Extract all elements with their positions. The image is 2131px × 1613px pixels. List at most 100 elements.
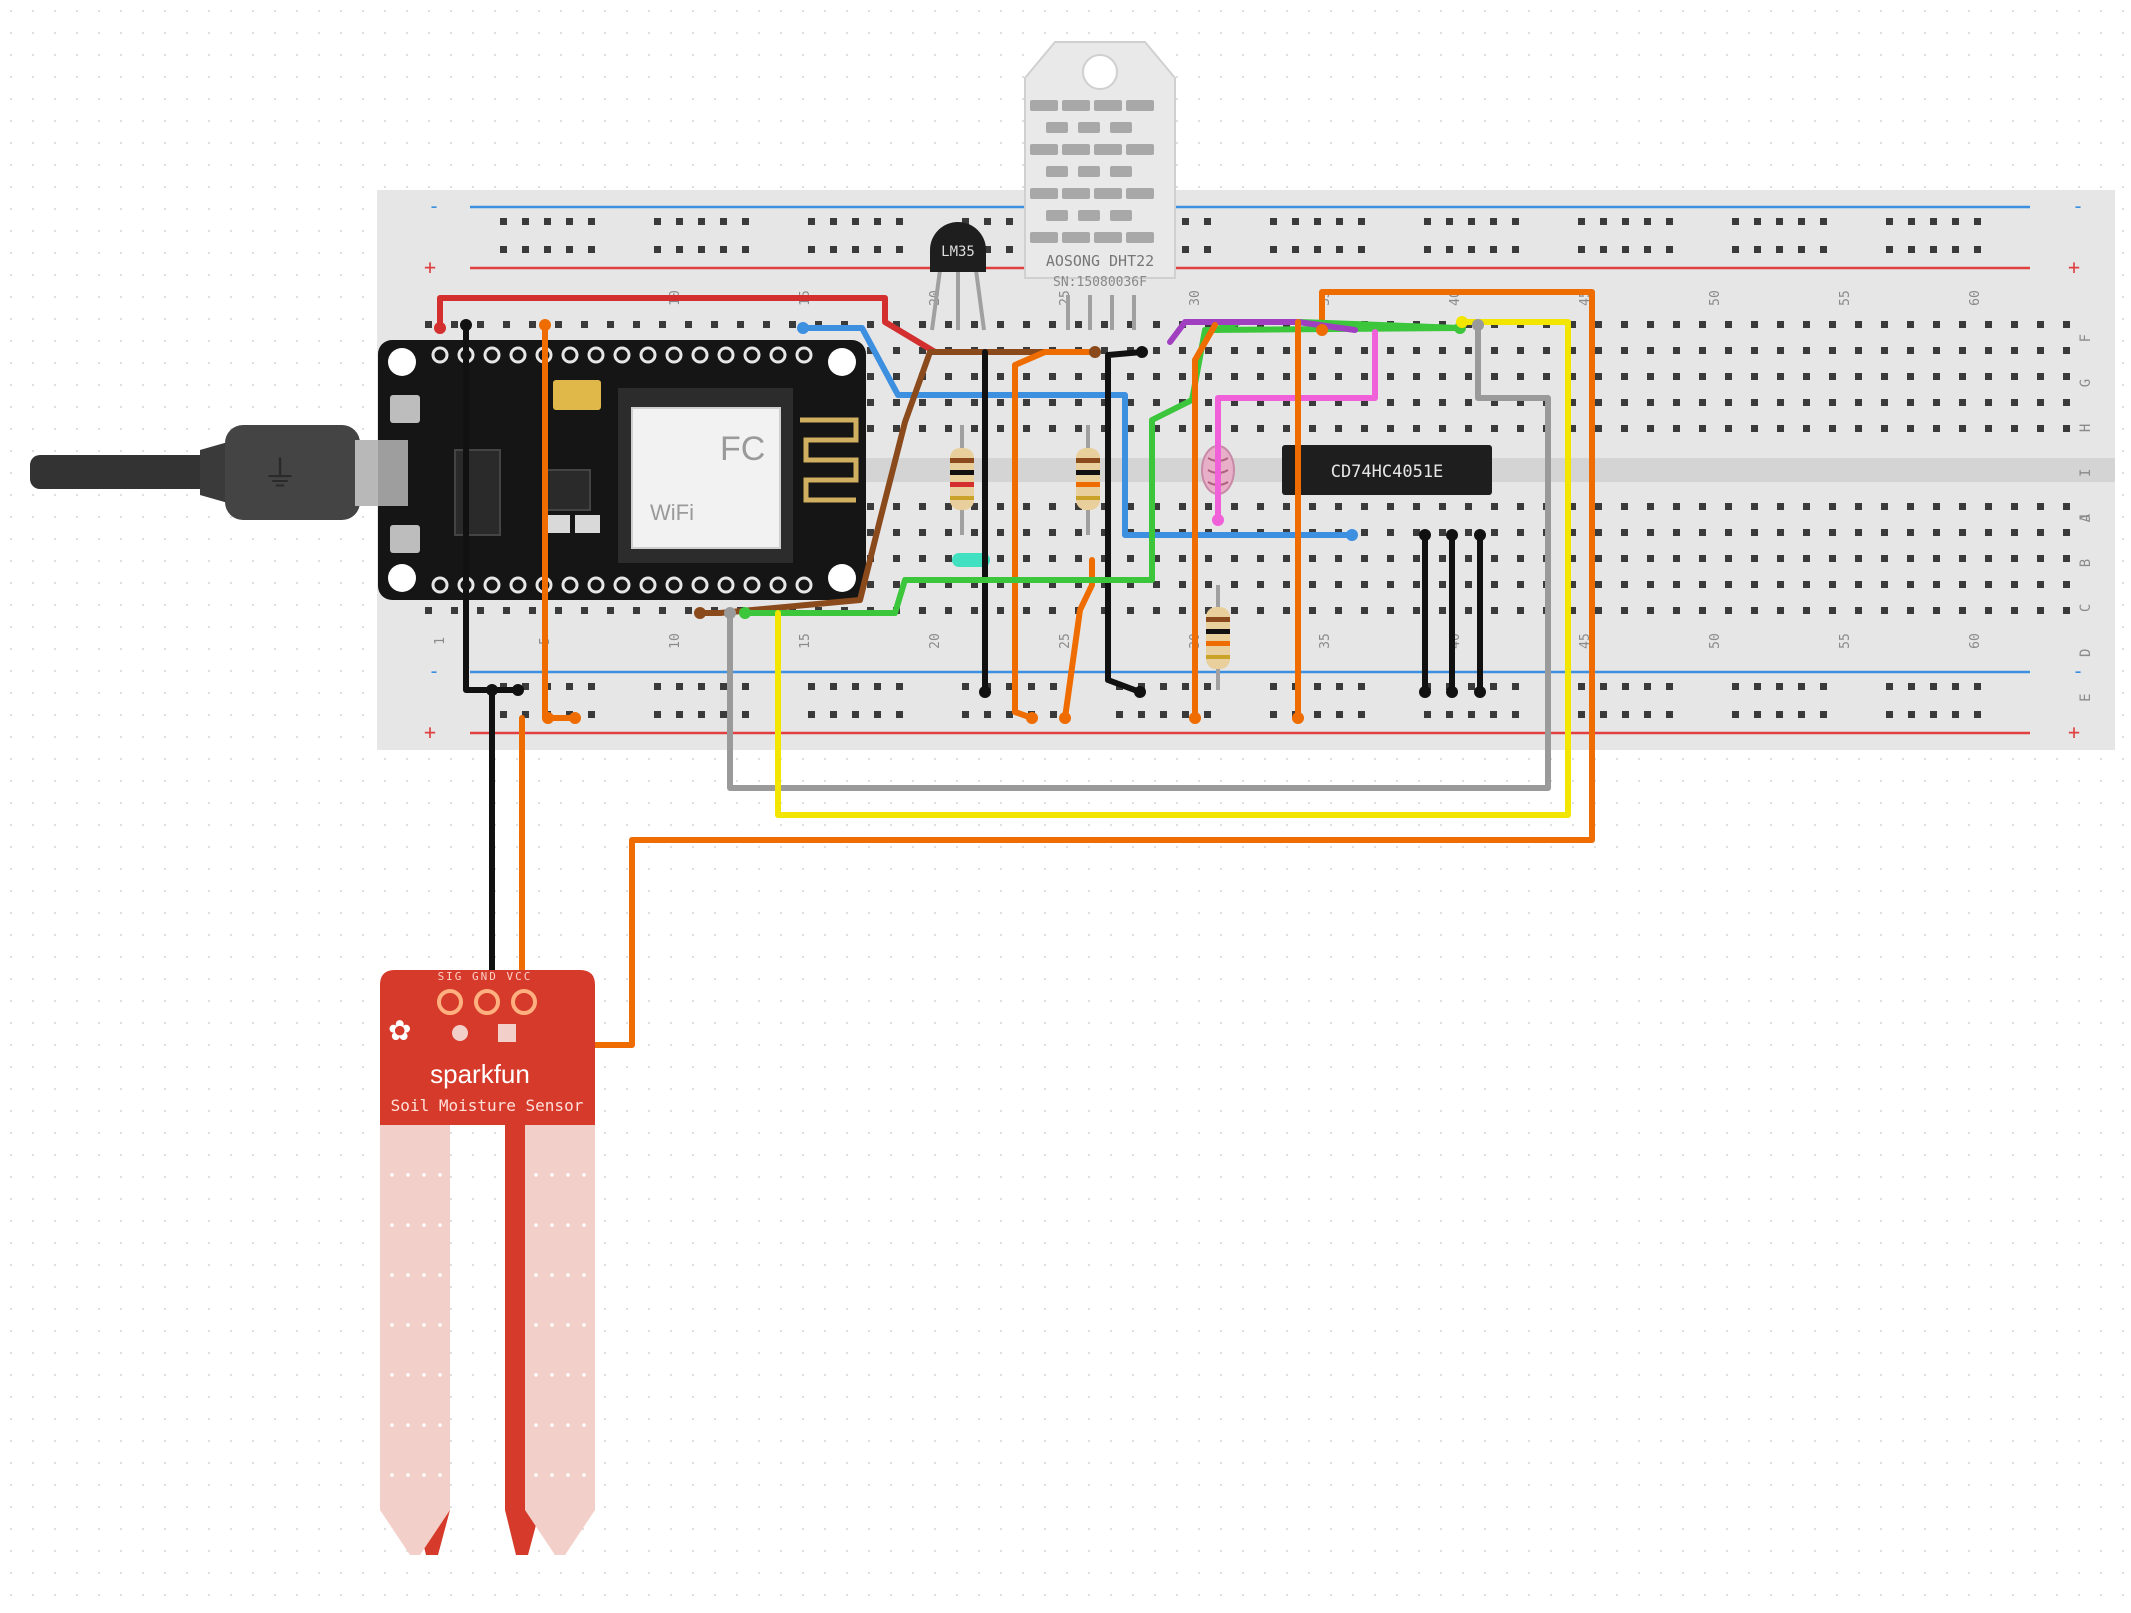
rail-hole [588,246,595,253]
black-wire-end [1419,686,1431,698]
rail-hole [676,711,683,718]
black-wire [1105,349,1145,695]
rail-hole [1512,218,1519,225]
rail-hole [1336,218,1343,225]
rail-hole [1776,246,1783,253]
rail-hole [742,683,749,690]
dht22-grille [1030,100,1154,243]
column-number-top: 25 [1058,290,1073,306]
rail-hole [1336,246,1343,253]
small-component-1 [545,515,570,533]
rail-hole [698,711,705,718]
black-wire-end [460,319,472,331]
rail-hole [720,246,727,253]
rail-hole [1886,711,1893,718]
rail-hole [830,711,837,718]
column-number-top: 50 [1708,290,1723,306]
rail-hole [1644,683,1651,690]
rail-hole [1270,711,1277,718]
dht22-mount-hole [1082,54,1118,90]
mount-hole-tl [388,348,416,376]
rail-hole [698,683,705,690]
wire-endpoints [434,316,1486,724]
rail-hole [1182,218,1189,225]
mount-hole-bl [388,564,416,592]
rail-hole [1358,711,1365,718]
rail-hole [544,246,551,253]
dht22-legs [1066,295,1136,330]
rail-hole [1666,218,1673,225]
rail-hole [1776,711,1783,718]
rail-hole [1270,218,1277,225]
rail-hole [852,218,859,225]
nodemcu-pin [561,576,579,594]
orange-wire-end [1316,324,1328,336]
rail-hole [1182,683,1189,690]
rail-hole [566,683,573,690]
mux-chip-body [1282,445,1492,495]
dht22-label-serial: SN:15080036F [1053,275,1147,290]
mount-hole-br [828,564,856,592]
rail-hole [1204,218,1211,225]
brown-wire-end [1089,346,1101,358]
nodemcu-pin [483,346,501,364]
rail-plus-sign-bottom-right: + [2068,720,2080,744]
lm35-legs [930,269,986,331]
rail-hole [1600,683,1607,690]
nodemcu-pin [639,346,657,364]
blue-wire [800,325,1355,538]
soil-pad-1 [452,1025,468,1041]
rail-hole [1974,683,1981,690]
black-wire-end [979,686,991,698]
black-wire [463,322,521,693]
rail-hole [1908,683,1915,690]
dht22-sensor: AOSONG DHT22 SN:15080036F [1024,41,1176,330]
rail-hole [500,683,507,690]
rail-hole [1490,218,1497,225]
nodemcu-pin [509,576,527,594]
usb-cable: ⏚ [30,425,385,520]
dht22-vent [1078,210,1100,221]
rail-hole [1160,711,1167,718]
dht22-vent [1094,100,1122,111]
breadboard: - + - + - + - + 51015202530354045505560 … [377,190,2115,750]
dht22-vent [1110,166,1132,177]
rail-hole [1314,218,1321,225]
rail-hole [1754,246,1761,253]
rail-hole [1314,246,1321,253]
usb-cable-wire [30,455,225,489]
column-number-top: 30 [1188,290,1203,306]
rail-hole [1336,683,1343,690]
rail-hole [1446,711,1453,718]
rail-hole [1446,218,1453,225]
dht22-vent [1078,122,1100,133]
nodemcu-pin [743,576,761,594]
nodemcu-pin [561,346,579,364]
rail-hole [1578,246,1585,253]
black-wire-end [1136,346,1148,358]
orange-wire-end [539,319,551,331]
black-wire-end [1446,686,1458,698]
dht22-vent [1030,144,1058,155]
resistors [950,425,1235,690]
rail-hole [1424,246,1431,253]
dht22-vent [1094,188,1122,199]
column-number-top: 55 [1838,290,1853,306]
sparkfun-brand: sparkfun [430,1059,530,1089]
rail-hole [500,711,507,718]
rail-hole [654,711,661,718]
rail-hole [1270,683,1277,690]
dht22-vent [1030,188,1058,199]
rail-hole [1644,218,1651,225]
column-number-bottom: 1 [433,637,448,645]
brown-wire [697,349,1098,616]
rail-hole [1600,218,1607,225]
rail-hole [1754,218,1761,225]
rail-hole [654,218,661,225]
micro-usb-port [378,440,408,506]
rail-hole [654,246,661,253]
nodemcu-pin [587,346,605,364]
gray-wire-end [1472,319,1484,331]
black-wire-end [1474,529,1486,541]
